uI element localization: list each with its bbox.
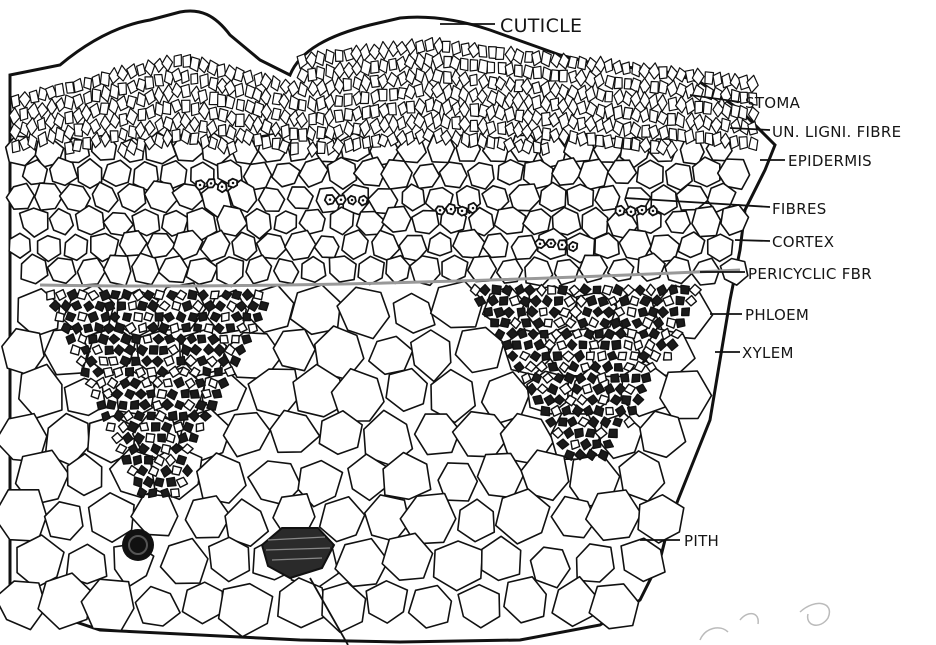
label-fibres: FIBRES xyxy=(772,200,827,218)
label-epidermis: EPIDERMIS xyxy=(788,152,872,170)
label-cuticle: CUTICLE xyxy=(500,15,582,37)
label-cortex: CORTEX xyxy=(772,233,834,251)
label-stoma: STOMA xyxy=(745,94,801,112)
label-xylem: XYLEM xyxy=(742,344,794,362)
label-pericyclic-fbr: PERICYCLIC FBR xyxy=(748,265,872,283)
dark-cell-spot xyxy=(122,529,154,561)
pencil-scribble xyxy=(700,603,829,640)
label-pith: PITH xyxy=(684,532,719,550)
label-phloem: PHLOEM xyxy=(745,306,809,324)
label-un-ligni-fibre: UN. LIGNI. FIBRE xyxy=(772,123,901,141)
cortex-leader xyxy=(735,240,770,241)
